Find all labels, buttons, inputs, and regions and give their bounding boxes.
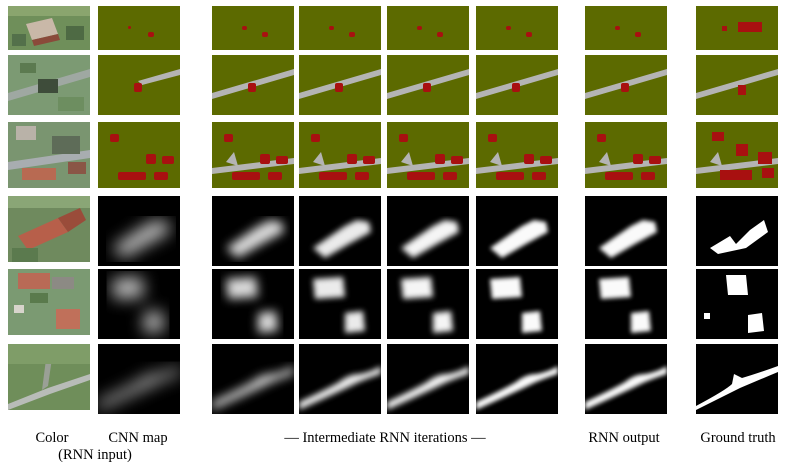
tile-row-5-ground-truth [696,269,778,339]
tile-row-2-cnn-map [98,55,180,115]
tile-row-5-cnn-map [98,269,180,339]
tile-row-2-rnn-output [585,55,667,115]
tile-row-6-rnn-iter-2 [299,344,381,414]
tile-row-6-rnn-iter-1 [212,344,294,414]
tile-row-6-ground-truth [696,344,778,414]
tile-row-3-rnn-iter-4 [476,122,558,188]
tile-row-2-rnn-iter-3 [387,55,469,115]
tile-row-6-color [8,344,90,410]
tile-row-3-cnn-map [98,122,180,188]
tile-row-1-rnn-output [585,6,667,50]
tile-row-4-cnn-map [98,196,180,266]
tile-row-3-rnn-output [585,122,667,188]
tile-row-3-rnn-iter-3 [387,122,469,188]
tile-row-4-ground-truth [696,196,778,266]
tile-row-4-rnn-iter-4 [476,196,558,266]
tile-row-5-color [8,269,90,335]
caption-rnn-output: RNN output [588,430,660,446]
tile-row-3-color [8,122,90,188]
tile-row-1-color [8,6,90,50]
tile-row-6-rnn-output [585,344,667,414]
tile-row-1-cnn-map [98,6,180,50]
tile-row-4-rnn-iter-3 [387,196,469,266]
tile-row-1-ground-truth [696,6,778,50]
tile-row-6-rnn-iter-3 [387,344,469,414]
tile-row-3-ground-truth [696,122,778,188]
tile-row-2-rnn-iter-4 [476,55,558,115]
tile-row-5-rnn-iter-1 [212,269,294,339]
tile-row-2-rnn-iter-2 [299,55,381,115]
tile-row-1-rnn-iter-3 [387,6,469,50]
caption-cnn-map: CNN map [108,430,168,446]
tile-row-1-rnn-iter-2 [299,6,381,50]
caption-ground-truth: Ground truth [700,430,776,446]
tile-row-4-rnn-iter-1 [212,196,294,266]
tile-row-4-rnn-output [585,196,667,266]
tile-row-1-rnn-iter-1 [212,6,294,50]
tile-row-3-rnn-iter-2 [299,122,381,188]
caption-color: Color [35,430,69,446]
caption-color-sub: (RNN input) [58,447,132,463]
tile-row-5-rnn-output [585,269,667,339]
caption-intermediate: — Intermediate RNN iterations — [284,430,486,446]
tile-row-3-rnn-iter-1 [212,122,294,188]
tile-row-1-rnn-iter-4 [476,6,558,50]
tile-row-6-cnn-map [98,344,180,414]
tile-row-2-color [8,55,90,115]
tile-row-2-ground-truth [696,55,778,115]
tile-row-5-rnn-iter-3 [387,269,469,339]
tile-row-4-rnn-iter-2 [299,196,381,266]
tile-row-2-rnn-iter-1 [212,55,294,115]
tile-row-4-color [8,196,90,262]
tile-row-5-rnn-iter-2 [299,269,381,339]
tile-row-5-rnn-iter-4 [476,269,558,339]
tile-row-6-rnn-iter-4 [476,344,558,414]
